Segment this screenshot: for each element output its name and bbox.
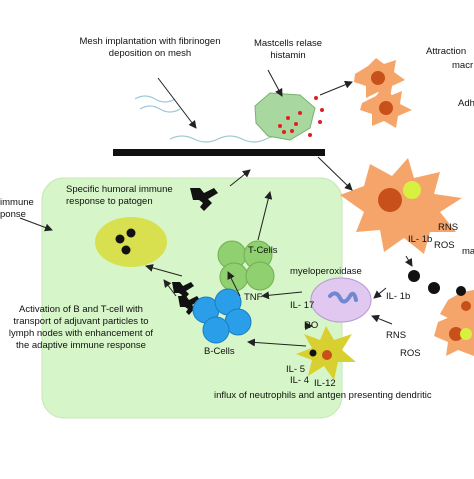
antibody-icon [172, 188, 218, 315]
b-cells [192, 288, 252, 344]
humoral-label-line1: Specific humoral immune [66, 184, 173, 195]
mesh-label-line2: deposition on mesh [108, 48, 192, 59]
mastcell-label-line1: Mastcells relase [253, 38, 323, 49]
bcells-label: B-Cells [204, 346, 235, 357]
rns-top-label: RNS [438, 222, 459, 233]
arrows [19, 69, 413, 347]
macrophage-right-edge [434, 290, 474, 356]
neutrophil [310, 277, 372, 323]
tnf-label: TNF [244, 292, 263, 303]
influx-label: influx of neutrophils and antgen present… [214, 390, 432, 401]
activation-label: Activation of B and T-cell with transpor… [2, 304, 160, 352]
il12-label: IL-12 [314, 378, 336, 389]
il1b-top-label: IL- 1b [408, 234, 433, 245]
mesh-fiber-icon [134, 95, 291, 143]
immune-label-line2: ponse [0, 209, 26, 220]
activation-label-line2: transport of adjuvant particles to [13, 316, 149, 327]
t-cells [217, 240, 275, 292]
humoral-label-line2: response to patogen [66, 196, 153, 207]
adjuvant-particles [408, 270, 466, 296]
macrophage-small-top [354, 58, 405, 98]
adh-label: Adh [458, 98, 474, 109]
mesh-bar [113, 149, 325, 156]
mastcell-label-line2: histamin [270, 50, 306, 61]
activation-label-line4: the adaptive immune response [16, 340, 146, 351]
immune-label: immune ponse [0, 197, 34, 221]
dendritic-cell [296, 326, 356, 380]
humoral-label: Specific humoral immune response to pato… [66, 184, 173, 208]
mesh-label: Mesh implantation with fibrinogen deposi… [70, 36, 230, 60]
il4-label: IL- 4 [290, 375, 310, 386]
mesh-label-line1: Mesh implantation with fibrinogen [79, 36, 221, 47]
il17-label: IL- 17 [290, 300, 315, 311]
ros-bottom-label: ROS [400, 348, 421, 359]
il1b-right-label: IL- 1b [386, 291, 411, 302]
activation-label-line3: lymph nodes with enhancement of [8, 328, 154, 339]
myeloperoxidase-label: myeloperoxidase [290, 266, 362, 277]
immune-label-line1: immune [0, 197, 34, 208]
attraction-label: Attraction [426, 46, 467, 57]
rns-bottom-label: RNS [386, 330, 407, 341]
tcells-label: T-Cells [248, 245, 278, 256]
ros-top-label: ROS [434, 240, 455, 251]
il5-label: IL- 5 [286, 364, 306, 375]
ro-label: RO [304, 320, 319, 331]
macrophage-large [340, 158, 462, 254]
activation-label-line1: Activation of B and T-cell with [19, 304, 143, 315]
mastcell-label: Mastcells relase histamin [238, 38, 338, 62]
ma-label: ma [462, 246, 474, 257]
plasma-cell [95, 217, 167, 267]
macrophage-small-mid [360, 88, 412, 128]
mast-cell [254, 92, 324, 141]
macro-label: macr [452, 60, 474, 71]
